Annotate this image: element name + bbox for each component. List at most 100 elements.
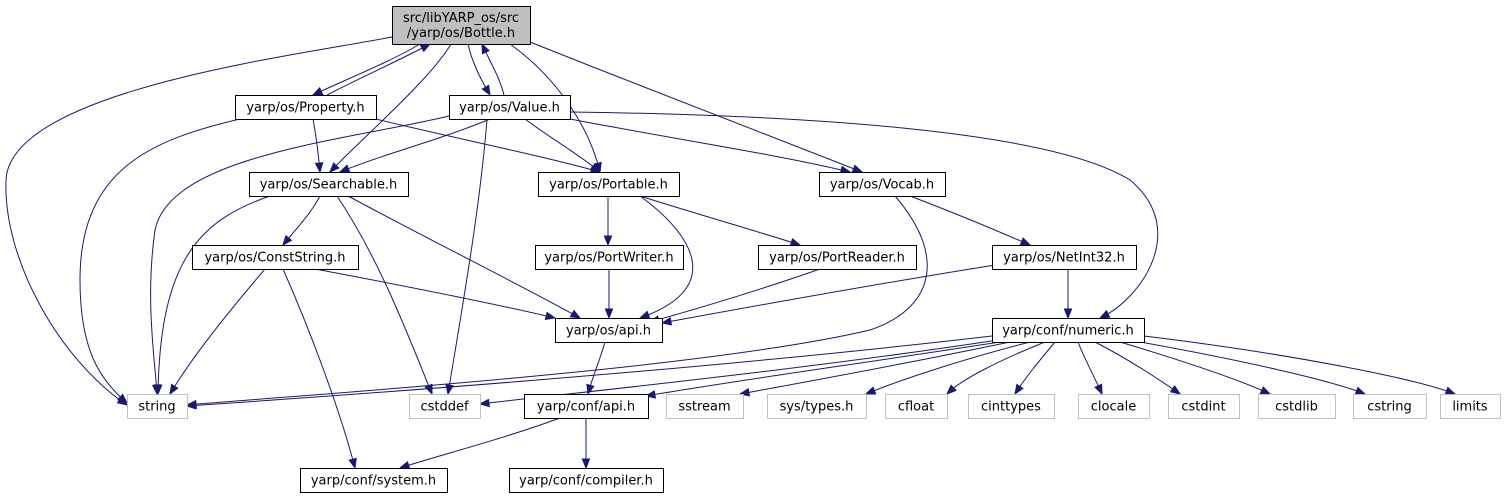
arrowhead-netint32-to-osapi	[660, 317, 673, 326]
arrowhead-numeric-to-cfloat	[946, 384, 957, 395]
node-box-value	[449, 95, 571, 120]
arrowhead-searchable-to-conststring	[282, 234, 293, 247]
node-label-confsystem: yarp/conf/system.h	[311, 474, 436, 489]
arrowhead-numeric-to-systypes	[864, 386, 877, 395]
arrowhead-conststring-to-osapi	[544, 311, 557, 321]
node-value[interactable]: yarp/os/Value.h	[449, 95, 571, 120]
edge-numeric-to-cstdint	[1094, 341, 1181, 395]
arrowhead-numeric-to-cstdlib	[1259, 386, 1272, 395]
node-clocale: clocale	[1078, 394, 1150, 419]
node-box-confcompiler	[509, 468, 664, 493]
nodes-layer: src/libYARP_os/src/yarp/os/Bottle.h yarp/…	[127, 6, 1501, 493]
node-box-confapi	[524, 394, 649, 419]
node-numeric[interactable]: yarp/conf/numeric.h	[992, 318, 1145, 343]
node-portable[interactable]: yarp/os/Portable.h	[538, 172, 680, 197]
edge-netint32-to-osapi	[661, 264, 996, 324]
node-label-value: yarp/os/Value.h	[459, 101, 560, 116]
node-box-string	[127, 394, 188, 419]
node-box-property	[235, 95, 377, 120]
node-box-cstddef	[409, 394, 481, 419]
node-label-clocale: clocale	[1091, 400, 1136, 415]
edge-numeric-to-systypes	[865, 341, 1031, 395]
node-label-cstddef: cstddef	[420, 400, 469, 415]
node-conststring[interactable]: yarp/os/ConstString.h	[192, 245, 359, 270]
edge-value-to-searchable	[339, 118, 491, 173]
node-label-string: string	[138, 400, 175, 415]
edge-confapi-to-confsystem	[399, 417, 561, 469]
node-label-cstdlib: cstdlib	[1275, 400, 1318, 415]
node-label-bottle: /yarp/os/Bottle.h	[407, 26, 515, 41]
node-box-bottle	[392, 6, 531, 45]
node-string: string	[127, 394, 188, 419]
edge-searchable-to-string	[157, 195, 271, 395]
node-box-cfloat	[885, 394, 948, 419]
edge-vocab-to-string	[186, 195, 928, 406]
node-cstdlib: cstdlib	[1258, 394, 1336, 419]
node-bottle[interactable]: src/libYARP_os/src/yarp/os/Bottle.h	[392, 6, 531, 45]
node-portreader[interactable]: yarp/os/PortReader.h	[758, 245, 917, 270]
edge-searchable-to-cstddef	[336, 195, 433, 395]
node-limits: limits	[1440, 394, 1501, 419]
arrowhead-value-to-searchable	[338, 164, 351, 173]
node-confsystem[interactable]: yarp/conf/system.h	[300, 468, 448, 493]
arrowhead-vocab-to-netint32	[1019, 237, 1032, 246]
arrowhead-conststring-to-confsystem	[348, 457, 357, 470]
arrowhead-bottle-to-value	[481, 84, 491, 97]
edge-portable-to-osapi	[639, 195, 694, 319]
edge-value-to-portable	[524, 118, 601, 173]
node-systypes: sys/types.h	[767, 394, 867, 419]
edge-property-to-string	[79, 118, 241, 404]
arrowhead-property-to-string	[117, 393, 129, 404]
node-box-systypes	[767, 394, 867, 419]
edge-numeric-to-confapi	[645, 341, 1001, 397]
node-label-bottle: src/libYARP_os/src	[403, 11, 519, 26]
edge-bottle-to-property	[312, 43, 421, 96]
arrowhead-netint32-to-numeric	[1063, 308, 1073, 320]
node-cstddef: cstddef	[409, 394, 481, 419]
node-label-systypes: sys/types.h	[780, 400, 854, 415]
node-netint32[interactable]: yarp/os/NetInt32.h	[992, 245, 1137, 270]
arrowhead-numeric-to-string	[185, 401, 197, 410]
arrowhead-numeric-to-clocale	[1094, 383, 1103, 396]
node-label-sstream: sstream	[678, 400, 730, 415]
node-property[interactable]: yarp/os/Property.h	[235, 95, 377, 120]
edge-vocab-to-netint32	[909, 195, 1031, 246]
node-portwriter[interactable]: yarp/os/PortWriter.h	[535, 245, 684, 270]
node-box-portwriter	[535, 245, 684, 270]
node-label-vocab: yarp/os/Vocab.h	[830, 178, 934, 193]
node-confcompiler[interactable]: yarp/conf/compiler.h	[509, 468, 664, 493]
arrowhead-bottle-to-searchable	[329, 162, 340, 173]
edge-bottle-to-string	[5, 36, 393, 406]
node-box-limits	[1440, 394, 1501, 419]
node-box-cinttypes	[968, 394, 1055, 419]
edge-conststring-to-confsystem	[282, 268, 356, 469]
edge-portable-to-portreader	[639, 195, 801, 246]
node-sstream: sstream	[666, 394, 744, 419]
node-vocab[interactable]: yarp/os/Vocab.h	[819, 172, 946, 197]
node-box-searchable	[249, 172, 409, 197]
node-label-numeric: yarp/conf/numeric.h	[1002, 324, 1134, 339]
arrowhead-portable-to-portreader	[789, 237, 802, 247]
edge-numeric-to-string	[186, 335, 993, 407]
node-osapi[interactable]: yarp/os/api.h	[555, 318, 663, 343]
node-label-property: yarp/os/Property.h	[246, 101, 364, 116]
node-searchable[interactable]: yarp/os/Searchable.h	[249, 172, 409, 197]
arrowhead-conststring-to-string	[169, 383, 179, 396]
arrowhead-osapi-to-confapi	[586, 383, 595, 396]
node-box-cstdlib	[1258, 394, 1336, 419]
node-label-osapi: yarp/os/api.h	[566, 324, 651, 339]
node-cstdint: cstdint	[1168, 394, 1240, 419]
node-cinttypes: cinttypes	[968, 394, 1055, 419]
node-box-sstream	[666, 394, 744, 419]
node-confapi[interactable]: yarp/conf/api.h	[524, 394, 649, 419]
edge-numeric-to-cstring	[1139, 341, 1366, 395]
edge-searchable-to-osapi	[347, 195, 581, 319]
edge-bottle-to-searchable	[329, 43, 452, 173]
edge-value-to-numeric	[569, 111, 1159, 319]
node-label-cstdint: cstdint	[1181, 400, 1225, 415]
arrowhead-numeric-to-cstddef	[478, 398, 490, 408]
edge-numeric-to-cinttypes	[1014, 341, 1056, 395]
node-box-osapi	[555, 318, 663, 343]
arrowhead-value-to-cstddef	[445, 383, 454, 396]
arrowhead-numeric-to-limits	[1444, 386, 1457, 395]
